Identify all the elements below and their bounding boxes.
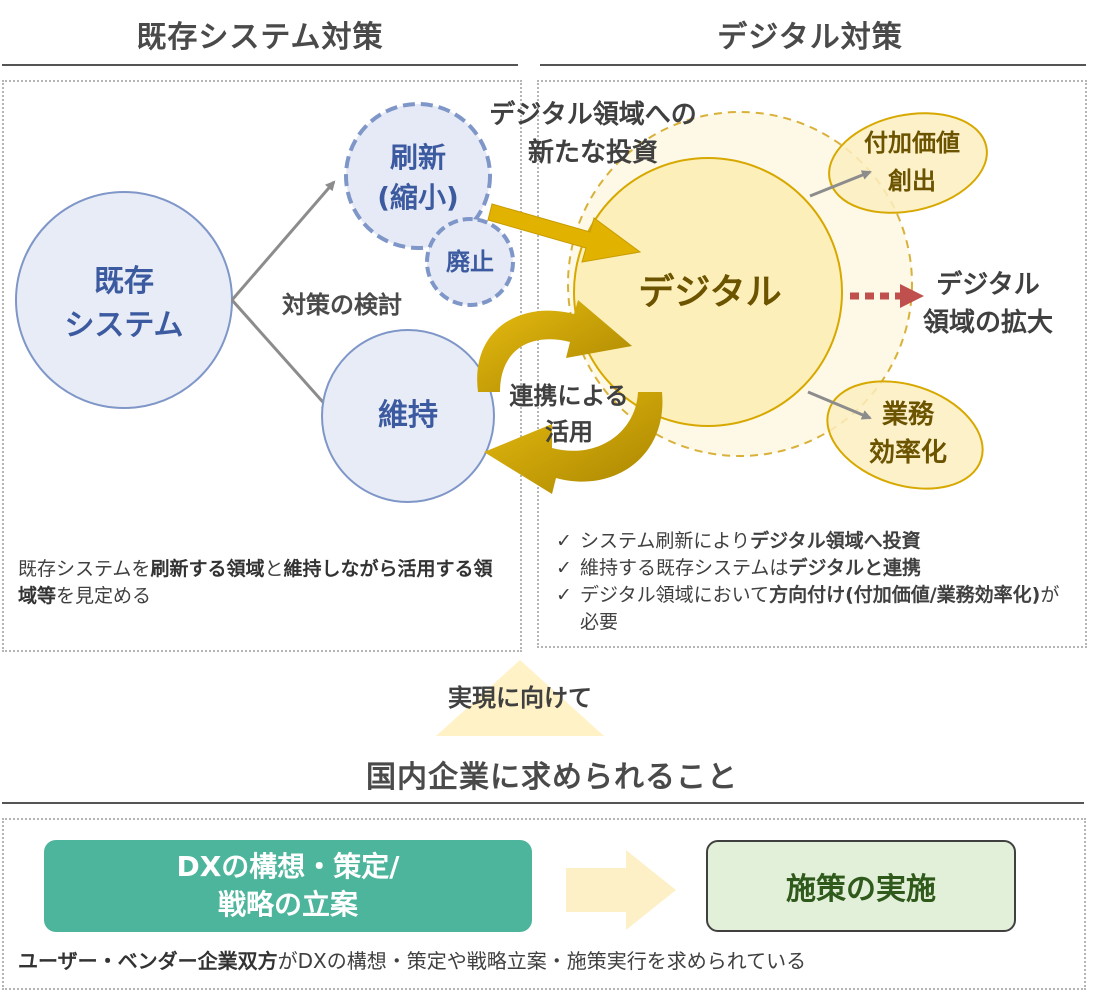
efficiency-ellipse bbox=[826, 380, 984, 490]
added-value-ellipse bbox=[828, 112, 988, 214]
abolish-label: 廃止 bbox=[446, 248, 494, 276]
strategy-planning-box: DXの構想・策定/ 戦略の立案 bbox=[44, 840, 532, 932]
maintain-circle bbox=[321, 329, 495, 503]
bottom-section-rule bbox=[2, 802, 1084, 804]
bottom-note: ユーザー・ベンダー企業双方がDXの構想・策定や戦略立案・施策実行を求められている bbox=[18, 948, 1068, 975]
consideration-label: 対策の検討 bbox=[282, 291, 402, 319]
check-icon: ✓ bbox=[556, 584, 572, 606]
checklist-item-segment: システム刷新により bbox=[580, 530, 751, 552]
added-value-label: 付加価値 創出 bbox=[864, 129, 960, 195]
digital-label: デジタル bbox=[638, 272, 782, 313]
checklist-item-segment: が必要 bbox=[580, 584, 1060, 633]
right-checklist: ✓ システム刷新によりデジタル領域へ投資 ✓ 維持する既存システムはデジタルと連携 ✓ デ… bbox=[556, 528, 1066, 636]
bottom-note-segment: ユーザー・ベンダー企業双方 bbox=[18, 949, 278, 973]
checklist-item-segment: 維持する既存システムは bbox=[580, 557, 789, 579]
checklist-item-segment: デジタル領域へ投資 bbox=[750, 530, 921, 552]
left-note-segment: 刷新する領域 bbox=[150, 558, 265, 580]
implementation-box: 施策の実施 bbox=[706, 840, 1016, 932]
investment-label: デジタル領域への 新たな投資 bbox=[489, 100, 697, 168]
step-arrow bbox=[566, 850, 676, 930]
left-note-segment: 既存システムを bbox=[18, 558, 151, 580]
checklist-item: ✓ 維持する既存システムはデジタルと連携 bbox=[556, 555, 1066, 582]
renewal-label: 刷新 (縮小) bbox=[377, 141, 459, 214]
arrow-to-added-value bbox=[809, 170, 872, 198]
left-section-title: 既存システム対策 bbox=[136, 20, 384, 55]
check-icon: ✓ bbox=[556, 557, 572, 579]
left-note-segment: と bbox=[264, 558, 284, 580]
existing-system-label: 既存 システム bbox=[64, 264, 184, 343]
bottom-note-segment: がDXの構想・策定や戦略立案・施策実行を求められている bbox=[277, 949, 807, 973]
checklist-item-segment: デジタルと連携 bbox=[788, 557, 922, 579]
strategy-planning-label: DXの構想・策定/ 戦略の立案 bbox=[176, 850, 400, 921]
implementation-label: 施策の実施 bbox=[786, 872, 936, 907]
realization-label: 実現に向けて bbox=[448, 684, 592, 712]
linkage-label: 連携による 活用 bbox=[509, 382, 629, 446]
check-icon: ✓ bbox=[556, 530, 572, 552]
checklist-item-segment: 方向付け(付加価値/業務効率化) bbox=[769, 584, 1041, 606]
arrow-to-efficiency bbox=[807, 390, 872, 420]
investment-arrow bbox=[487, 203, 642, 263]
checklist-item-segment: デジタル領域において bbox=[580, 584, 770, 606]
left-note-segment: 維持しながら活用する領域等 bbox=[18, 558, 493, 607]
linkage-arrow-top bbox=[477, 300, 632, 392]
right-section-title: デジタル対策 bbox=[717, 20, 903, 55]
realization-triangle bbox=[436, 660, 604, 736]
checklist-item: ✓ システム刷新によりデジタル領域へ投資 bbox=[556, 528, 1066, 555]
left-note-segment: を見定める bbox=[56, 585, 152, 607]
maintain-label: 維持 bbox=[378, 398, 438, 433]
left-section-rule bbox=[2, 64, 518, 66]
abolish-circle bbox=[425, 217, 515, 307]
efficiency-label: 業務 効率化 bbox=[868, 400, 947, 468]
expansion-label: デジタル 領域の拡大 bbox=[922, 270, 1053, 338]
checklist-item: ✓ デジタル領域において方向付け(付加価値/業務効率化)が必要 bbox=[556, 582, 1066, 636]
left-note: 既存システムを刷新する領域と維持しながら活用する領域等を見定める bbox=[18, 556, 504, 610]
bottom-section-frame bbox=[2, 818, 1086, 990]
left-section-frame bbox=[2, 80, 522, 652]
renewal-circle bbox=[344, 102, 492, 250]
linkage-arrow-bottom bbox=[484, 392, 663, 494]
bottom-section-title: 国内企業に求められること bbox=[366, 760, 738, 795]
right-section-rule bbox=[540, 64, 1086, 66]
branch-arrow-up bbox=[230, 180, 336, 301]
expansion-arrow-head bbox=[900, 284, 924, 308]
digital-inner-circle bbox=[573, 157, 843, 427]
branch-arrow-down bbox=[230, 299, 332, 412]
right-section-frame bbox=[537, 80, 1087, 648]
